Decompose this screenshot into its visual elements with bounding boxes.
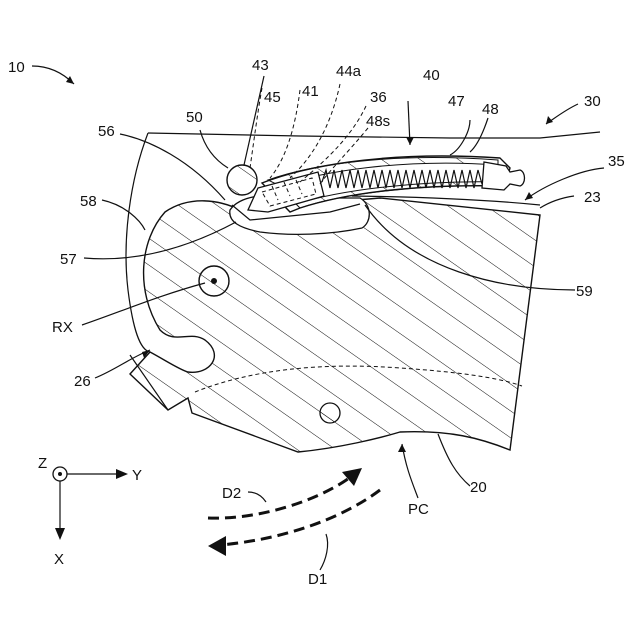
label-20: 20 bbox=[470, 479, 487, 496]
label-47: 47 bbox=[448, 93, 465, 110]
label-10: 10 bbox=[8, 59, 25, 76]
label-56: 56 bbox=[98, 123, 115, 140]
label-59: 59 bbox=[576, 283, 593, 300]
label-23: 23 bbox=[584, 189, 601, 206]
label-50: 50 bbox=[186, 109, 203, 126]
label-26: 26 bbox=[74, 373, 91, 390]
pin-lower bbox=[320, 403, 340, 423]
label-40: 40 bbox=[423, 67, 440, 84]
label-30: 30 bbox=[584, 93, 601, 110]
label-41: 41 bbox=[302, 83, 319, 100]
label-35: 35 bbox=[608, 153, 625, 170]
label-43: 43 bbox=[252, 57, 269, 74]
axis-label-y: Y bbox=[132, 467, 142, 484]
label-d1: D1 bbox=[308, 571, 327, 588]
axis-label-z: Z bbox=[38, 455, 47, 472]
label-pc: PC bbox=[408, 501, 429, 518]
label-58: 58 bbox=[80, 193, 97, 210]
axis-label-x: X bbox=[54, 551, 64, 568]
label-36: 36 bbox=[370, 89, 387, 106]
label-rx: RX bbox=[52, 319, 73, 336]
ball-50 bbox=[227, 165, 257, 195]
label-48s: 48s bbox=[366, 113, 390, 130]
label-d2: D2 bbox=[222, 485, 241, 502]
label-44a: 44a bbox=[336, 63, 362, 80]
label-45: 45 bbox=[264, 89, 281, 106]
coordinate-axes bbox=[53, 467, 128, 540]
label-48: 48 bbox=[482, 101, 499, 118]
label-57: 57 bbox=[60, 251, 77, 268]
